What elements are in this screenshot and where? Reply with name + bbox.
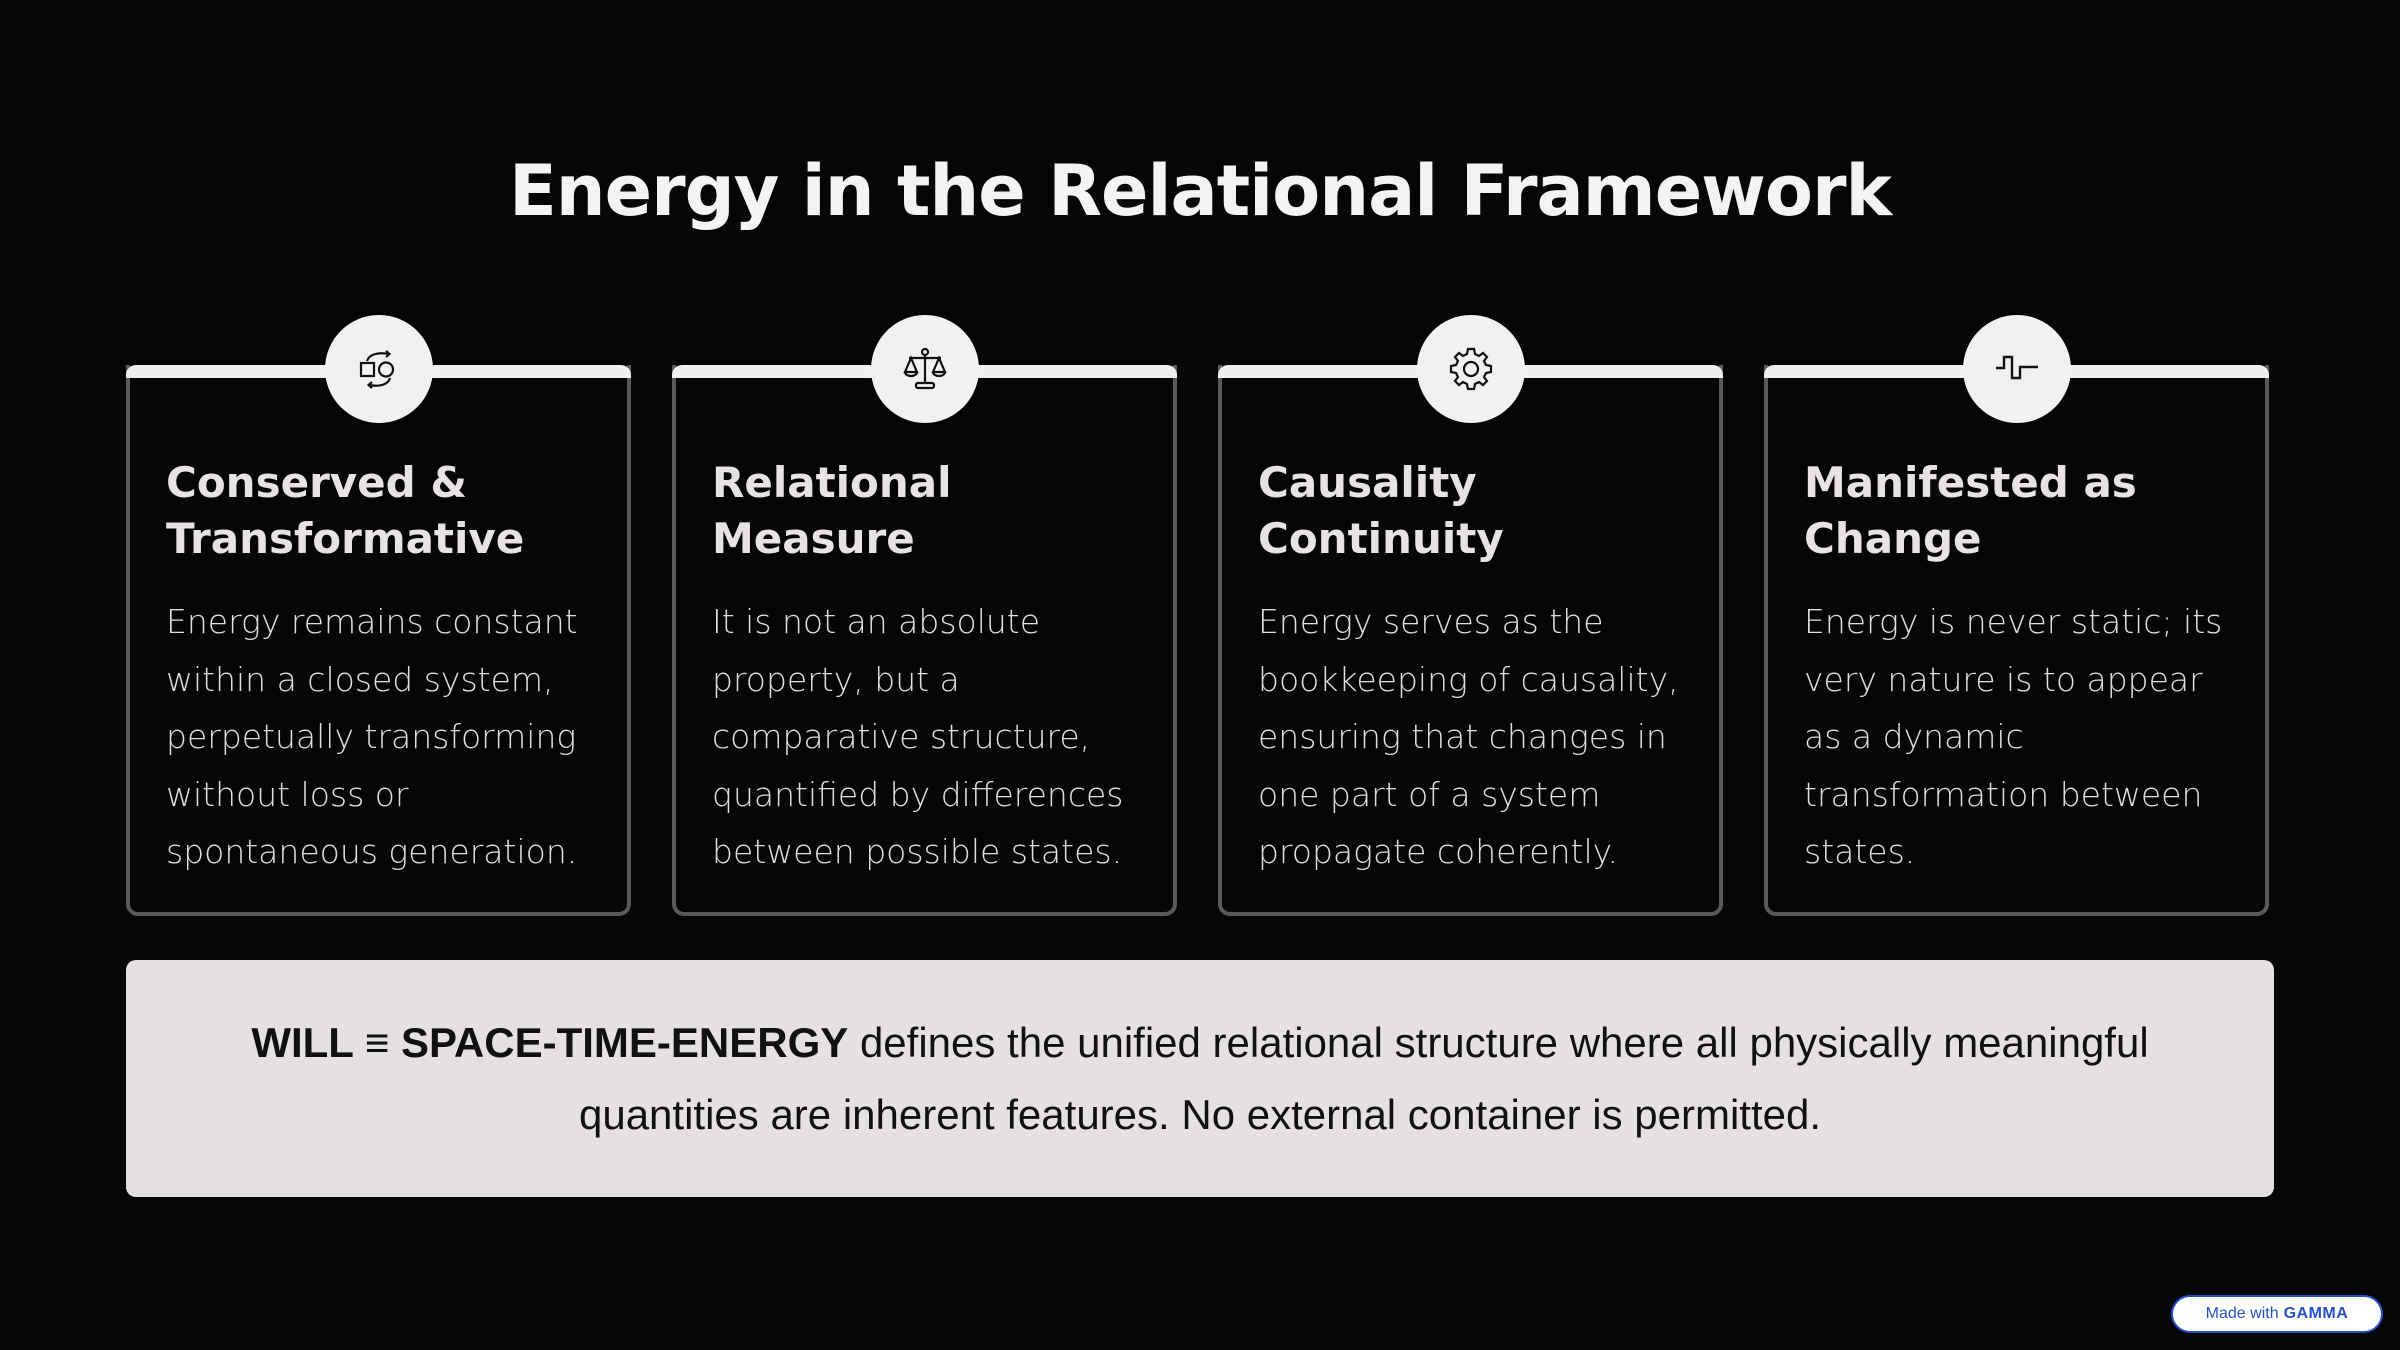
gamma-logo: GAMMA bbox=[2283, 1305, 2349, 1322]
badge-prefix: Made with bbox=[2205, 1305, 2279, 1322]
gear-icon bbox=[1416, 315, 1525, 423]
card-heading: Relational Measure bbox=[712, 458, 952, 563]
card-heading: Causality Continuity bbox=[1258, 458, 1504, 563]
card-conserved: Conserved & Transformative Energy remain… bbox=[126, 315, 631, 916]
balance-scale-icon bbox=[870, 315, 979, 423]
banner-bold-text: WILL ≡ SPACE-TIME-ENERGY bbox=[251, 1018, 849, 1066]
banner-text: WILL ≡ SPACE-TIME-ENERGY defines the uni… bbox=[180, 1007, 2220, 1151]
card-manifested: Manifested as Change Energy is never sta… bbox=[1764, 315, 2269, 916]
slide-title: Energy in the Relational Framework bbox=[508, 150, 1892, 232]
card-relational: Relational Measure It is not an absolute… bbox=[672, 315, 1177, 916]
card-body: It is not an absolute property, but a co… bbox=[712, 602, 1124, 871]
card-body: Energy serves as the bookkeeping of caus… bbox=[1258, 602, 1679, 871]
summary-banner: WILL ≡ SPACE-TIME-ENERGY defines the uni… bbox=[126, 960, 2274, 1197]
card-body: Energy remains constant within a closed … bbox=[166, 602, 578, 871]
banner-body-text: defines the unified relational structure… bbox=[578, 1018, 2149, 1138]
card-heading: Conserved & Transformative bbox=[166, 458, 525, 563]
card-body: Energy is never static; its very nature … bbox=[1804, 602, 2223, 871]
transform-shapes-icon bbox=[324, 315, 433, 423]
made-with-gamma-badge[interactable]: Made with GAMMA bbox=[2171, 1295, 2383, 1333]
card-heading: Manifested as Change bbox=[1804, 458, 2137, 563]
card-causality: Causality Continuity Energy serves as th… bbox=[1218, 315, 1723, 916]
pulse-wave-icon bbox=[1962, 315, 2071, 423]
